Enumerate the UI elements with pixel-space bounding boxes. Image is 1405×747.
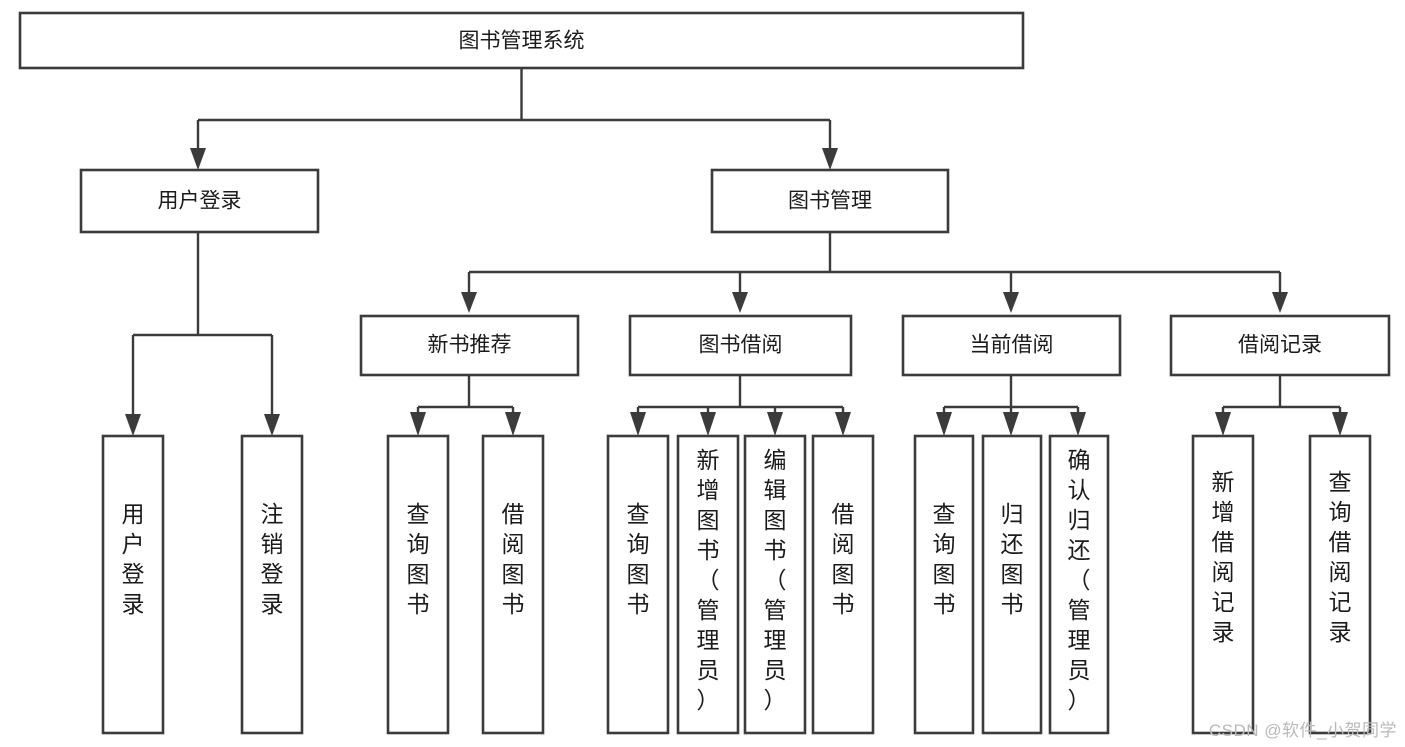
node-leaf-query-book-1[interactable]: 查询图书 [386,434,450,735]
node-current-borrow[interactable]: 当前借阅 [901,314,1122,377]
node-leaf-user-login[interactable]: 用户登录 [101,434,165,735]
node-book-borrow-box[interactable] [628,314,853,377]
node-leaf-user-logout-box[interactable] [240,434,304,735]
node-leaf-query-book-2[interactable]: 查询图书 [606,434,670,735]
connector-group-root [190,68,838,170]
node-leaf-add-book-label: 新增图书（管理员） [697,447,720,713]
node-current-borrow-label: 当前借阅 [970,334,1054,357]
node-book-borrow[interactable]: 图书借阅 [628,314,853,377]
node-leaf-add-record-label: 新增借阅记录 [1212,469,1235,645]
node-leaf-borrow-book-1-box[interactable] [481,434,545,735]
node-borrow-record-box[interactable] [1169,314,1391,377]
node-leaf-add-record-box[interactable] [1191,434,1255,735]
arrow-to-current-borrow [1003,292,1019,313]
node-leaf-add-record[interactable]: 新增借阅记录 [1191,434,1255,735]
node-leaf-add-book-box[interactable] [676,434,740,735]
connector-group-current-borrow [936,375,1086,436]
arrow-leaf-add-book [700,412,716,436]
node-leaf-user-logout[interactable]: 注销登录 [240,434,304,735]
arrow-to-new-book-recommend [461,292,477,313]
node-leaf-query-book-1-label: 查询图书 [407,501,430,617]
node-borrow-record-label: 借阅记录 [1238,334,1322,357]
node-leaf-borrow-book-2[interactable]: 借阅图书 [811,434,875,735]
node-leaf-query-record-label: 查询借阅记录 [1329,469,1352,645]
arrow-leaf-query-book-1 [410,412,426,436]
node-user-login-box[interactable] [79,168,320,234]
node-leaf-query-record-box[interactable] [1308,434,1372,735]
arrow-leaf-query-book-2 [630,412,646,436]
connector-group-user-login [125,232,280,436]
node-user-login-label: 用户登录 [158,190,242,213]
node-leaf-confirm-return-box[interactable] [1048,434,1110,735]
node-new-book-recommend-box[interactable] [359,314,580,377]
node-root-label: 图书管理系统 [459,30,585,53]
arrow-leaf-user-login [125,414,141,436]
connector-group-new-book-recommend [410,375,521,436]
arrow-leaf-query-record [1332,412,1348,436]
node-leaf-return-book-box[interactable] [981,434,1043,735]
node-book-manage[interactable]: 图书管理 [710,168,950,234]
node-leaf-confirm-return-label: 确认归还（管理员） [1068,447,1091,713]
node-leaf-borrow-book-1-label: 借阅图书 [502,501,525,617]
arrow-leaf-edit-book [767,412,783,436]
node-leaf-confirm-return[interactable]: 确认归还（管理员） [1048,434,1110,735]
node-leaf-borrow-book-2-label: 借阅图书 [832,501,855,617]
connector-group-book-borrow [630,375,851,436]
arrow-leaf-add-record [1215,412,1231,436]
node-book-manage-box[interactable] [710,168,950,234]
node-leaf-add-book[interactable]: 新增图书（管理员） [676,434,740,735]
node-current-borrow-box[interactable] [901,314,1122,377]
node-leaf-return-book[interactable]: 归还图书 [981,434,1043,735]
node-leaf-return-book-label: 归还图书 [1001,501,1024,617]
node-leaf-query-book-2-label: 查询图书 [627,501,650,617]
connector-group-borrow-record [1215,375,1348,436]
node-root-box[interactable] [18,11,1025,70]
arrow-leaf-borrow-book-2 [835,412,851,436]
node-leaf-query-book-3[interactable]: 查询图书 [913,434,975,735]
connector-group-book-manage [461,232,1288,313]
node-leaf-user-login-label: 用户登录 [122,501,145,617]
arrow-to-book-manage [822,148,838,170]
node-leaf-query-book-3-box[interactable] [913,434,975,735]
arrow-leaf-borrow-book-1 [505,412,521,436]
node-new-book-recommend-label: 新书推荐 [428,334,512,357]
node-book-manage-label: 图书管理 [788,190,872,213]
node-leaf-edit-book-box[interactable] [743,434,807,735]
node-leaf-borrow-book-1[interactable]: 借阅图书 [481,434,545,735]
node-user-login[interactable]: 用户登录 [79,168,320,234]
arrow-leaf-query-book-3 [936,412,952,436]
arrow-to-book-borrow [732,292,748,313]
node-new-book-recommend[interactable]: 新书推荐 [359,314,580,377]
node-leaf-query-record[interactable]: 查询借阅记录 [1308,434,1372,735]
node-leaf-query-book-3-label: 查询图书 [933,501,956,617]
node-leaf-query-book-2-box[interactable] [606,434,670,735]
node-root[interactable]: 图书管理系统 [18,11,1025,70]
node-leaf-query-book-1-box[interactable] [386,434,450,735]
arrow-leaf-user-logout [264,414,280,436]
csdn-watermark: CSDN @软件_小贺同学 [1208,721,1397,740]
arrow-to-borrow-record [1272,292,1288,313]
node-book-borrow-label: 图书借阅 [699,334,783,357]
node-leaf-user-login-box[interactable] [101,434,165,735]
arrow-to-user-login [190,148,206,170]
node-leaf-user-logout-label: 注销登录 [261,501,284,617]
arrow-leaf-return-book [1003,412,1019,436]
arrow-leaf-confirm-return [1070,412,1086,436]
node-leaf-edit-book-label: 编辑图书（管理员） [764,447,787,713]
node-leaf-edit-book[interactable]: 编辑图书（管理员） [743,434,807,735]
node-borrow-record[interactable]: 借阅记录 [1169,314,1391,377]
node-leaf-borrow-book-2-box[interactable] [811,434,875,735]
